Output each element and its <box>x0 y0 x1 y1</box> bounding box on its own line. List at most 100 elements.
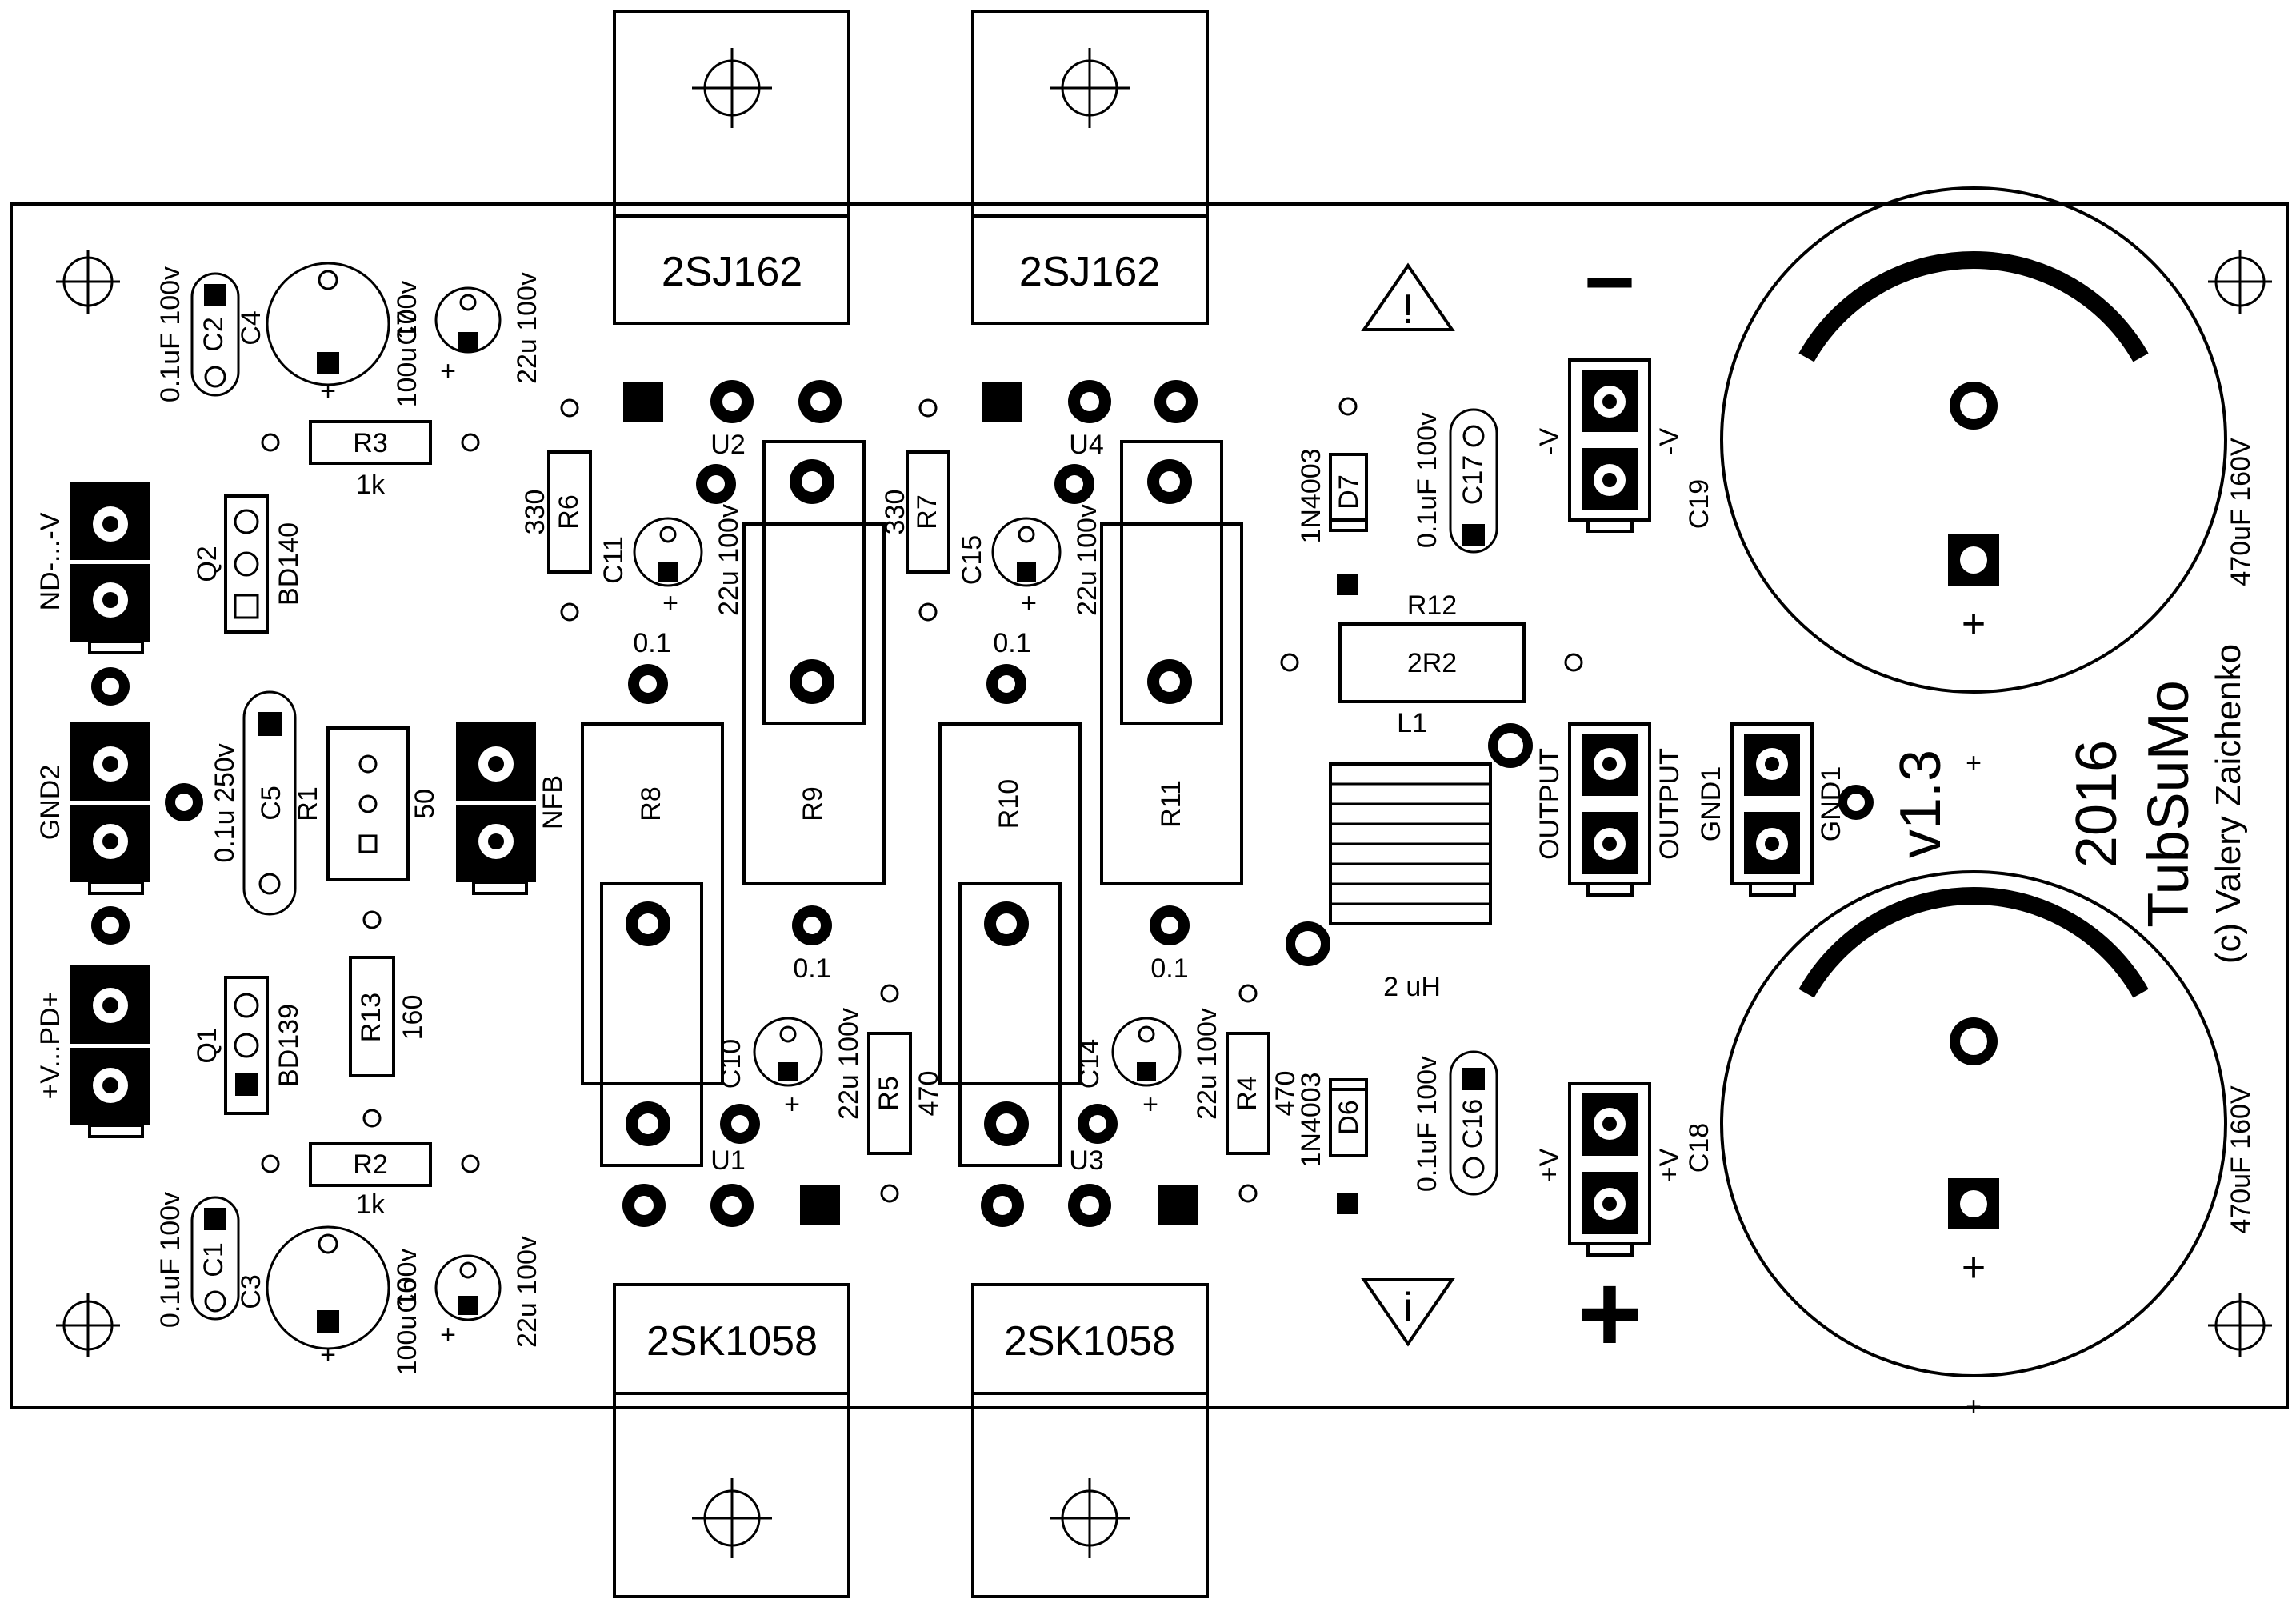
transistor-label: 2SJ162 <box>1019 249 1160 295</box>
mounting-hole-tl <box>56 250 120 314</box>
capacitor-c4: + C4 <box>236 262 390 406</box>
svg-text:1N4003: 1N4003 <box>1296 1072 1326 1167</box>
connector-gnd1: GND1 GND1 <box>1696 722 1846 897</box>
svg-text:L1: L1 <box>1397 708 1427 738</box>
svg-text:R8: R8 <box>636 786 666 821</box>
transistor-q2: Q2 BD140 <box>192 494 304 634</box>
u1-label: U1 <box>710 1145 745 1176</box>
svg-text:R4: R4 <box>1232 1076 1262 1110</box>
u4-label: U4 <box>1069 430 1103 460</box>
potentiometer-r1: R1 50 <box>293 726 440 881</box>
svg-text:+V: +V <box>1534 1148 1565 1182</box>
svg-text:-V: -V <box>1654 428 1685 455</box>
svg-text:i: i <box>1403 1285 1413 1331</box>
svg-text:+: + <box>1142 1089 1158 1120</box>
svg-text:R10: R10 <box>994 779 1024 829</box>
connector-label: +V...PD+ <box>35 992 66 1100</box>
transistor-2sk1058-right: 2SK1058 <box>971 1283 1209 1598</box>
svg-text:R9: R9 <box>798 786 828 821</box>
svg-text:!: ! <box>1402 286 1414 333</box>
svg-text:+: + <box>1962 601 1986 647</box>
capacitor-c4-value: 100u 100v <box>392 281 422 408</box>
mounting-hole-bl <box>56 1293 120 1357</box>
board-author: (c) Valery Zaichenko <box>2209 644 2248 964</box>
warning-triangle-icon: ! <box>1361 262 1455 333</box>
r11-value: 0.1 <box>1150 953 1188 984</box>
capacitor-c5: C5 0.1u 250v <box>210 690 297 916</box>
svg-text:R7: R7 <box>912 494 942 529</box>
connector-pos-v: +V +V <box>1534 1082 1685 1257</box>
resistor-r7: R7 330 <box>880 398 950 622</box>
info-triangle-icon: i <box>1361 1278 1455 1347</box>
svg-text:50: 50 <box>410 789 440 819</box>
svg-text:+: + <box>440 1320 456 1350</box>
negative-supply-mark: − <box>1584 233 1635 331</box>
connector-v-pd-plus: +V...PD+ <box>35 965 150 1138</box>
svg-text:1k: 1k <box>356 1189 386 1220</box>
svg-text:22u 100v: 22u 100v <box>1192 1008 1222 1120</box>
svg-text:22u 100v: 22u 100v <box>834 1008 864 1120</box>
svg-text:22u 100v: 22u 100v <box>512 1236 542 1348</box>
capacitor-c15: + C15 22u 100v <box>957 504 1102 618</box>
svg-text:0.1uF 100v: 0.1uF 100v <box>1412 412 1442 548</box>
c19-plus-mark: + <box>1966 748 1982 778</box>
capacitor-c16: C16 0.1uF 100v <box>1412 1050 1498 1196</box>
svg-text:C18: C18 <box>1684 1123 1714 1173</box>
positive-supply-mark: + <box>1577 1250 1642 1376</box>
capacitor-c3: + C3 <box>236 1225 390 1370</box>
svg-text:R11: R11 <box>1156 780 1186 828</box>
resistor-r5: R5 470 <box>867 984 944 1203</box>
svg-text:1N4003: 1N4003 <box>1296 448 1326 543</box>
capacitor-c7-label: C7 <box>392 310 422 345</box>
transistor-2sj162-right: 2SJ162 <box>971 10 1209 325</box>
board-year: 2016 <box>2065 740 2129 868</box>
svg-text:+: + <box>662 588 678 618</box>
svg-text:D7: D7 <box>1334 474 1364 509</box>
svg-text:22u 100v: 22u 100v <box>714 504 744 616</box>
diode-d7: D7 1N4003 <box>1296 397 1368 595</box>
svg-text:R12: R12 <box>1407 590 1457 621</box>
svg-text:R13: R13 <box>356 993 386 1042</box>
svg-text:C10: C10 <box>716 1039 746 1089</box>
svg-text:Q2: Q2 <box>192 546 222 582</box>
svg-text:R1: R1 <box>293 786 323 821</box>
transistor-pads-top <box>623 380 1198 423</box>
svg-text:22u 100v: 22u 100v <box>1072 504 1102 616</box>
transistor-label: 2SK1058 <box>1004 1318 1175 1365</box>
inductor-l1: L1 2 uH <box>1286 708 1533 1002</box>
capacitor-c18: + C18 470uF 160V <box>1684 870 2256 1377</box>
svg-text:R5: R5 <box>874 1076 904 1110</box>
svg-text:470: 470 <box>1270 1071 1301 1117</box>
capacitor-c11: + C11 22u 100v <box>598 504 744 618</box>
svg-text:C2: C2 <box>198 317 229 351</box>
svg-text:R3: R3 <box>353 428 387 458</box>
svg-text:+: + <box>320 376 336 406</box>
r9-value: 0.1 <box>793 953 830 984</box>
svg-text:+: + <box>320 1340 336 1370</box>
capacitor-c19: + C19 470uF 160V <box>1684 186 2256 694</box>
svg-text:0.1uF 100v: 0.1uF 100v <box>155 1192 186 1328</box>
resistor-r9: R9 <box>742 440 886 885</box>
svg-text:R6: R6 <box>554 494 584 529</box>
resistor-r10: R10 <box>938 722 1082 1167</box>
transistor-2sj162-left: 2SJ162 <box>613 10 850 325</box>
resistor-r11: R11 <box>1100 440 1243 885</box>
svg-text:330: 330 <box>520 490 550 535</box>
resistor-r6: R6 330 <box>520 398 592 622</box>
capacitor-c14: + C14 22u 100v <box>1074 1008 1222 1120</box>
board-version: v1.3 <box>1889 750 1953 858</box>
transistor-label: 2SJ162 <box>662 249 802 295</box>
svg-text:C4: C4 <box>236 310 266 345</box>
diode-d6: D6 1N4003 <box>1296 1072 1368 1214</box>
capacitor-c10: + C10 22u 100v <box>716 1008 864 1120</box>
c18-plus-mark: + <box>1966 1392 1982 1422</box>
connector-nd-minus-v: ND-...-V <box>35 482 150 654</box>
svg-text:470uF 160V: 470uF 160V <box>2226 438 2256 586</box>
svg-text:+V: +V <box>1654 1148 1685 1182</box>
capacitor-c1: C1 0.1uF 100v <box>155 1192 240 1328</box>
svg-text:2 uH: 2 uH <box>1383 972 1441 1002</box>
u3-label: U3 <box>1069 1145 1103 1176</box>
mounting-hole-tr <box>2208 250 2272 314</box>
connector-gnd2: GND2 <box>35 722 150 895</box>
transistor-label: 2SK1058 <box>646 1318 818 1365</box>
